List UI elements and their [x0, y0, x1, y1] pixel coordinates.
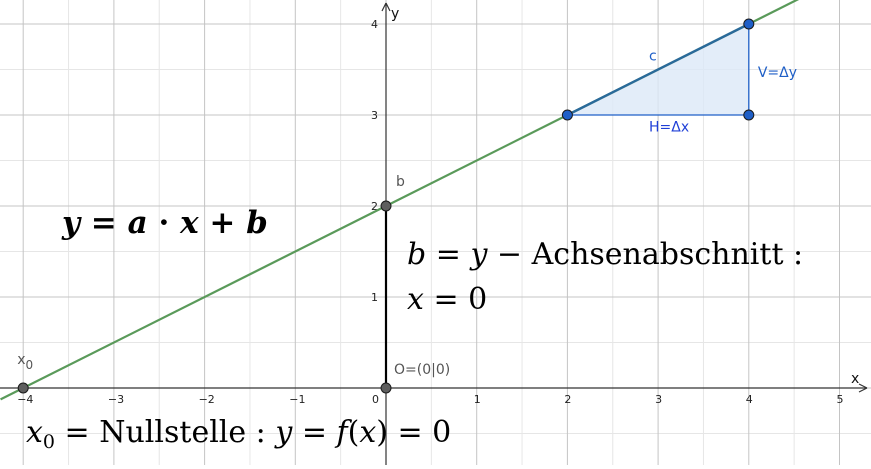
- point-origin[interactable]: [380, 382, 392, 394]
- point-b-label: b: [396, 174, 405, 190]
- triangle-hypotenuse: [566, 22, 750, 117]
- linear-function-line: [0, 0, 800, 401]
- points: [17, 18, 755, 394]
- y-tick-label: 2: [371, 200, 378, 213]
- point-p2[interactable]: [743, 18, 755, 30]
- point-x0[interactable]: [17, 382, 29, 394]
- x-axis-label: x: [851, 371, 859, 387]
- x-tick-label: 3: [655, 393, 662, 406]
- zero-definition: x0 = Nullstelle : y = f(x) = 0: [26, 415, 451, 453]
- intercept-definition-line1: b = y − Achsenabschnitt :: [407, 237, 803, 272]
- x0-label: x0: [17, 352, 33, 372]
- slope-triangle: cH=Δx V=Δy: [567, 24, 797, 135]
- y-axis-arrow: [381, 2, 391, 12]
- x-tick-label: 1: [474, 393, 481, 406]
- y-tick-label: 3: [371, 109, 378, 122]
- x-tick-label: 4: [746, 393, 753, 406]
- x-tick-label: −1: [289, 393, 305, 406]
- x-tick-label: −2: [199, 393, 215, 406]
- x-tick-label: −3: [108, 393, 124, 406]
- y-axis-label: y: [391, 6, 399, 22]
- x-tick-label: 2: [564, 393, 571, 406]
- x-tick-label: 5: [837, 393, 844, 406]
- equation-formula: y = a · x + b: [61, 205, 268, 241]
- vertical-side-label: V=Δy: [758, 65, 797, 81]
- x-axis-arrow: [858, 383, 868, 393]
- x-tick-label: 0: [372, 393, 379, 406]
- point-b[interactable]: [380, 200, 392, 212]
- y-tick-label: 4: [371, 18, 378, 31]
- point-p3[interactable]: [743, 109, 755, 121]
- hypotenuse-label: c: [649, 48, 657, 64]
- horizontal-side-label: H=Δx: [649, 119, 689, 135]
- tick-labels: −4 −3 −2 −1 0 1 2 3 4 5 1 2 3 4: [17, 18, 843, 406]
- x-tick-label: −4: [17, 393, 33, 406]
- point-labels: bO=(0|0) x0: [17, 174, 450, 378]
- y-tick-label: 1: [371, 291, 378, 304]
- intercept-definition-line2: x = 0: [407, 282, 487, 317]
- origin-label: O=(0|0): [394, 362, 450, 378]
- point-p1[interactable]: [561, 109, 573, 121]
